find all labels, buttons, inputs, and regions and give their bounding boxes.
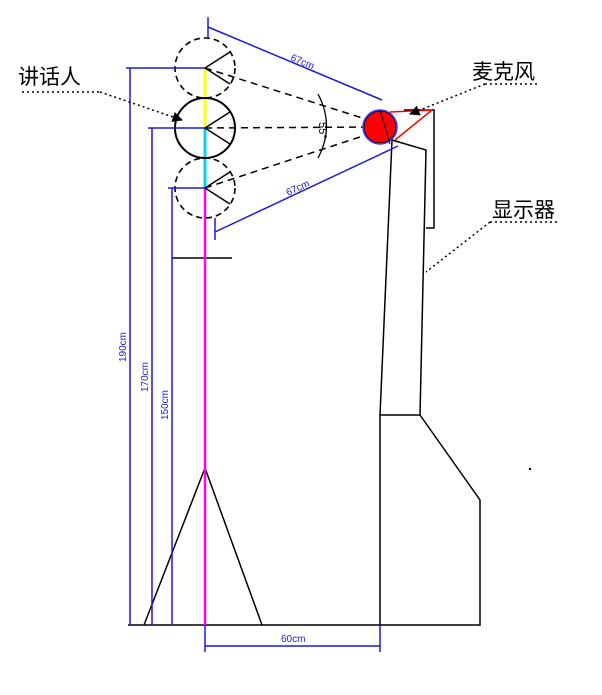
dim-67cm-bottom: 67cm: [285, 178, 312, 198]
dim-150cm: 150cm: [160, 390, 171, 420]
sound-paths: [204, 67, 379, 189]
microphone-icon: [363, 110, 397, 144]
monitor-label: 显示器: [492, 198, 555, 222]
stray-dot: [528, 467, 532, 471]
microphone-stem: [379, 109, 391, 145]
face-wedge-top: [203, 51, 231, 85]
callout-leaders: [22, 83, 560, 273]
monitor-stand: [379, 109, 481, 626]
dim-60cm: 60cm: [281, 634, 305, 645]
angle-label: 55°: [316, 122, 328, 139]
speaker-label: 讲话人: [18, 65, 81, 89]
face-wedge-bottom: [203, 171, 231, 205]
tripod-stand: [143, 467, 263, 626]
dim-170cm: 170cm: [140, 362, 151, 392]
angle-arc: [317, 93, 328, 159]
dim-67cm-top: 67cm: [289, 53, 316, 73]
dimension-lines: [126, 17, 399, 652]
dim-190cm: 190cm: [118, 332, 129, 362]
microphone-label: 麦克风: [472, 60, 535, 84]
